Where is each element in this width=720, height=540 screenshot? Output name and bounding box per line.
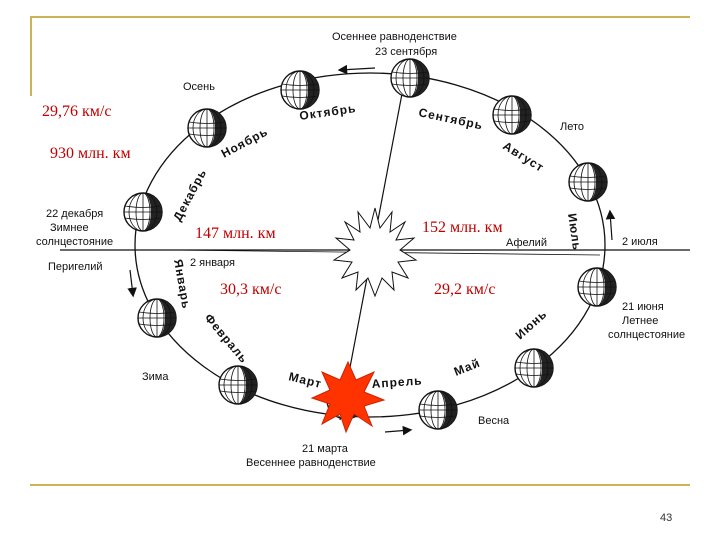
month-june: Июнь [513,307,550,342]
perihelion-speed-annotation: 30,3 км/с [220,281,281,298]
spring-label: Весна [478,415,510,427]
dec22-label: 22 декабря [46,208,103,220]
orbit-ellipse [134,72,606,418]
earth-icon-july [568,162,608,202]
earth-icon-february [137,298,177,338]
month-july: Июль [565,212,584,251]
autumn-equinox-label: Осеннее равноденствие [332,31,457,43]
frame-top-line [30,16,690,18]
speed-max-annotation: 29,76 км/с [42,103,111,120]
orbit-length-annotation: 930 млн. км [50,145,131,162]
month-april: Апрель [371,373,423,391]
jun21-label: 21 июня [622,301,664,313]
month-december: Декабрь [170,166,209,223]
summer-solstice-label-1: Летнее [622,315,658,327]
winter-label: Зима [142,371,169,383]
autumn-equinox-date: 23 сентября [375,46,437,58]
month-february: Февраль [202,311,251,366]
earth-icon-august [492,95,532,135]
sun-icon [332,207,418,298]
jul2-label: 2 июля [622,236,658,248]
month-august: Август [500,139,546,175]
winter-solstice-label-2: солнцестояние [36,236,113,248]
aphelion-speed-annotation: 29,2 км/с [434,281,495,298]
perihelion-label: Перигелий [48,261,103,273]
arrow-right-icon [605,209,616,241]
earth-icon-june [577,267,617,307]
earth-icon-december [123,192,163,232]
earth-icon-october [280,70,320,110]
summer-solstice-label-2: солнцестояние [608,329,685,341]
red-star-icon [310,360,386,434]
earth-icon-may [514,348,554,388]
month-september: Сентябрь [417,105,484,132]
winter-solstice-label-1: Зимнее [50,222,89,234]
autumn-label: Осень [183,81,215,93]
month-march: Март [287,369,323,391]
frame-bottom-line [30,484,690,486]
summer-label: Лето [560,121,584,133]
earth-icon-february-late [218,365,258,405]
earth-icon-september [390,58,430,98]
jan2-label: 2 января [190,257,235,269]
arrow-top-icon [337,64,376,75]
earth-icon-april [418,390,458,430]
page-number: 43 [660,512,673,524]
aphelion-distance-annotation: 152 млн. км [422,219,503,236]
earth-icon-november [187,108,227,148]
perihelion-distance-annotation: 147 млн. км [195,225,276,242]
frame-left-line [30,16,32,96]
mar21-label: 21 марта [302,443,349,455]
arrow-bottom-icon [384,425,413,436]
spring-equinox-label: Весеннее равноденствие [246,457,376,469]
month-may: Май [452,356,482,379]
arrow-left-icon [127,269,137,298]
aphelion-label: Афелий [506,237,547,249]
